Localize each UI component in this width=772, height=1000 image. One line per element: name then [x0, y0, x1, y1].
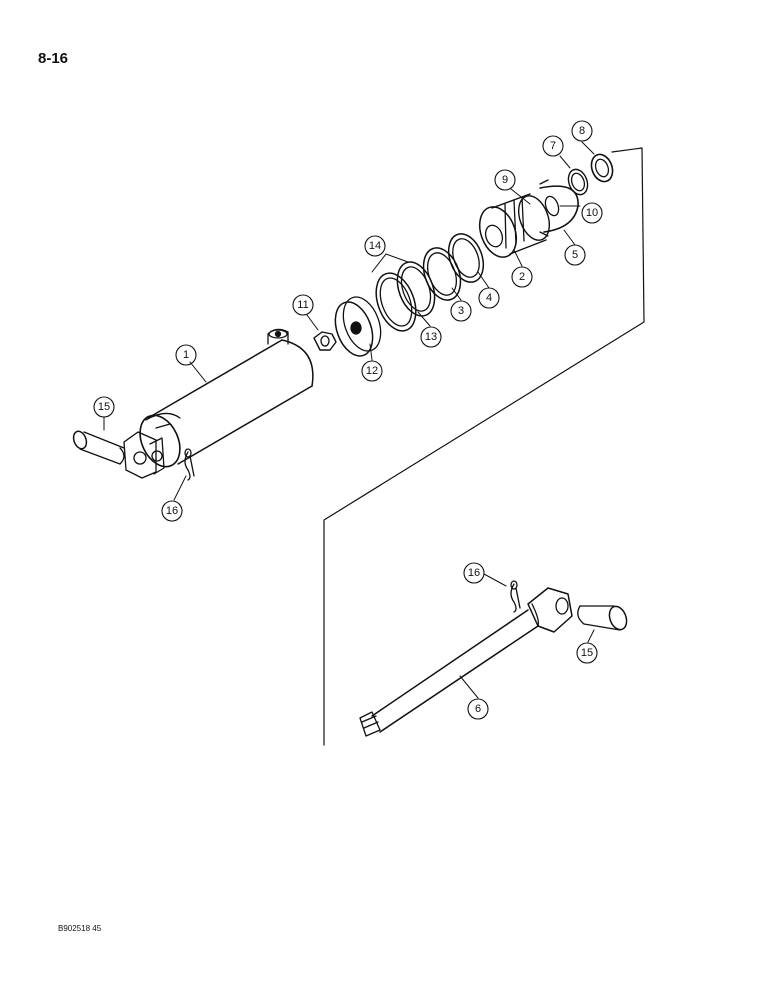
callout-7: 7 — [550, 140, 556, 152]
callout-8: 8 — [579, 125, 585, 137]
callout-15-left: 15 — [98, 401, 110, 413]
callout-12: 12 — [366, 365, 378, 377]
cotter-pin-right — [510, 580, 521, 613]
callout-16-right: 16 — [468, 567, 480, 579]
callout-6: 6 — [475, 703, 481, 715]
page-number: 8-16 — [38, 50, 69, 67]
seal-ring-3 — [422, 247, 462, 301]
callout-13: 13 — [425, 331, 437, 343]
callout-4: 4 — [486, 292, 492, 304]
callout-11: 11 — [297, 299, 308, 311]
nut — [313, 331, 337, 351]
callout-9: 9 — [502, 174, 508, 186]
callout-16-left: 16 — [166, 505, 178, 517]
callout-14: 14 — [369, 240, 381, 252]
leader-lines — [103, 141, 595, 699]
wear-ring — [567, 168, 589, 196]
grouping-outline — [323, 147, 645, 746]
callout-15-right: 15 — [581, 647, 593, 659]
figure-code: B902518 45 — [58, 924, 102, 933]
pin-right — [577, 605, 628, 631]
callout-5: 5 — [572, 249, 578, 261]
piston — [334, 296, 382, 357]
callout-1: 1 — [183, 349, 189, 361]
cotter-pin-left — [184, 448, 195, 481]
callout-2: 2 — [519, 271, 525, 283]
callout-circles — [93, 120, 603, 720]
rod-wiper — [590, 153, 614, 183]
cylinder-head — [478, 193, 551, 258]
seal-ring-4 — [447, 233, 485, 283]
cylinder-barrel — [123, 328, 314, 479]
callout-10: 10 — [586, 207, 598, 219]
callout-3: 3 — [458, 305, 464, 317]
pin-left — [72, 430, 125, 465]
seal-ring-13 — [375, 272, 417, 332]
o-ring — [544, 195, 560, 217]
piston-rod — [359, 587, 573, 737]
